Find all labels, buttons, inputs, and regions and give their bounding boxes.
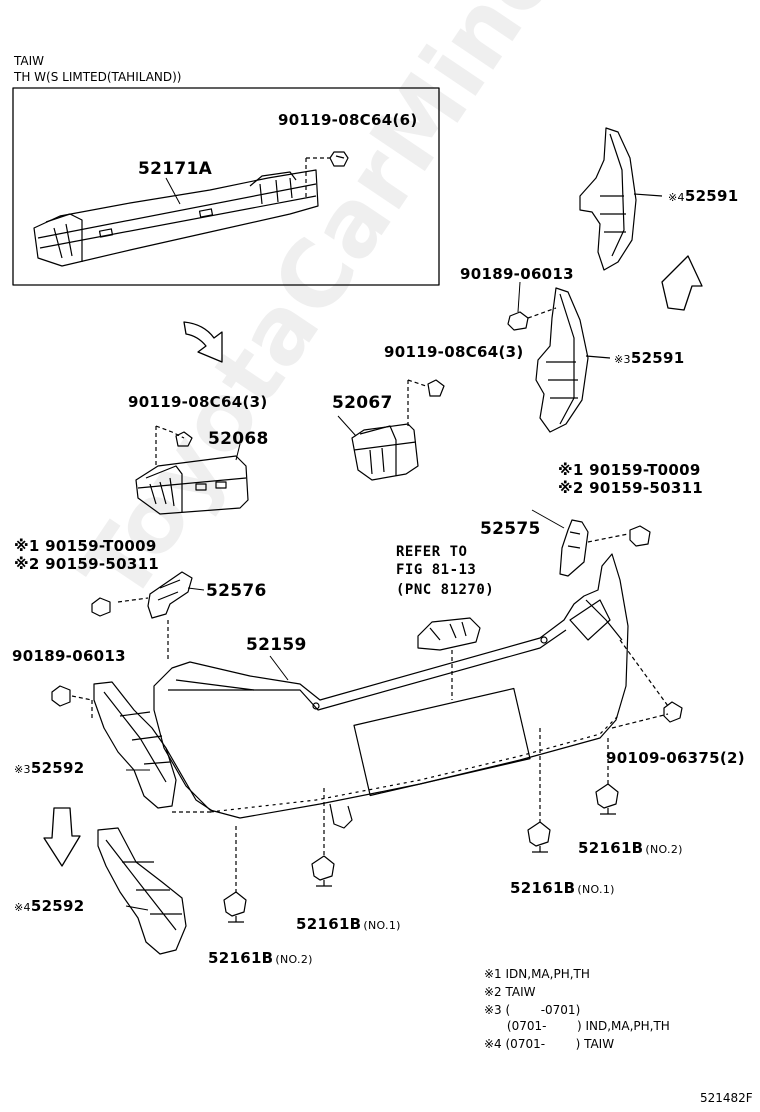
refer-line3: (PNC 81270): [396, 582, 495, 598]
part-label-90159-t0009-left: ※1 90159-T0009: [14, 537, 157, 555]
bolt-90119-6: [305, 151, 349, 200]
part-label-52171a: 52171A: [138, 159, 213, 179]
nut-90189-left: [51, 685, 93, 720]
retainer-52575: [559, 519, 651, 577]
retainer-52576: [91, 571, 193, 660]
part-label-52067: 52067: [332, 393, 393, 413]
part-label-52576: 52576: [206, 581, 267, 601]
refer-line2: FIG 81-13: [396, 562, 477, 578]
part-label-90159-50311-right: ※2 90159-50311: [558, 479, 704, 497]
license-lamp-unit: [417, 617, 481, 700]
bumper-cover-52159: [153, 553, 629, 829]
part-label-52161b-no1-right: 52161B(NO.1): [510, 879, 615, 897]
nut-90189-top: [507, 307, 557, 331]
extension-52067: [351, 423, 419, 481]
part-label-90159-50311-left: ※2 90159-50311: [14, 555, 160, 573]
note-4: (0701- ) IND,MA,PH,TH: [484, 1019, 670, 1033]
part-label-90159-t0009-right: ※1 90159-T0009: [558, 461, 701, 479]
bolt-90119-3-right: [407, 379, 445, 426]
bolt-90119-3-left: [155, 425, 193, 466]
part-label-52592-upper: ※352592: [14, 759, 85, 777]
part-label-52592-lower: ※452592: [14, 897, 85, 915]
part-label-90109: 90109-06375(2): [606, 749, 745, 767]
part-label-52161b-no1-mid: 52161B(NO.1): [296, 915, 401, 933]
part-label-52591-upper: ※452591: [668, 187, 739, 205]
inset-frame: [12, 87, 440, 286]
part-label-90189-left: 90189-06013: [12, 647, 126, 665]
reinforcement-beam-52171a: [33, 169, 319, 267]
part-label-90189-top: 90189-06013: [460, 265, 574, 283]
note-2: ※2 TAIW: [484, 985, 536, 999]
arrow-up-right: [661, 255, 703, 311]
header-line2: TH W(S LIMTED(TAHILAND)): [14, 70, 182, 84]
part-label-52591-lower: ※352591: [614, 349, 685, 367]
note-3: ※3 ( -0701): [484, 1003, 581, 1017]
clip-52161b-no1-mid: [311, 788, 335, 887]
arrow-down-right: [183, 321, 223, 363]
clip-52161b-no2-right: [595, 738, 619, 815]
clip-52161b-no2-left: [223, 826, 247, 923]
screw-90109: [611, 639, 683, 729]
arrow-down-left: [43, 807, 81, 867]
bracket-52591-upper: [579, 127, 663, 271]
clip-52161b-no1-right: [527, 728, 551, 853]
part-label-52159: 52159: [246, 635, 307, 655]
part-label-52575: 52575: [480, 519, 541, 539]
part-label-90119-3-right: 90119-08C64(3): [384, 343, 524, 361]
note-5: ※4 (0701- ) TAIW: [484, 1037, 615, 1051]
drawing-number: 521482F: [700, 1091, 753, 1105]
bracket-52592-lower: [97, 827, 187, 955]
bracket-52592-upper: [93, 681, 212, 813]
part-label-52068: 52068: [208, 429, 269, 449]
refer-line1: REFER TO: [396, 544, 468, 560]
bracket-52591-lower: [535, 287, 611, 433]
note-1: ※1 IDN,MA,PH,TH: [484, 967, 590, 981]
part-label-52161b-no2-right: 52161B(NO.2): [578, 839, 683, 857]
extension-52068: [135, 455, 249, 515]
leader-lines: [125, 177, 565, 911]
part-label-52161b-no2-left: 52161B(NO.2): [208, 949, 313, 967]
part-label-90119-6: 90119-08C64(6): [278, 111, 418, 129]
part-label-90119-3-left: 90119-08C64(3): [128, 393, 268, 411]
header-line1: TAIW: [14, 54, 45, 68]
